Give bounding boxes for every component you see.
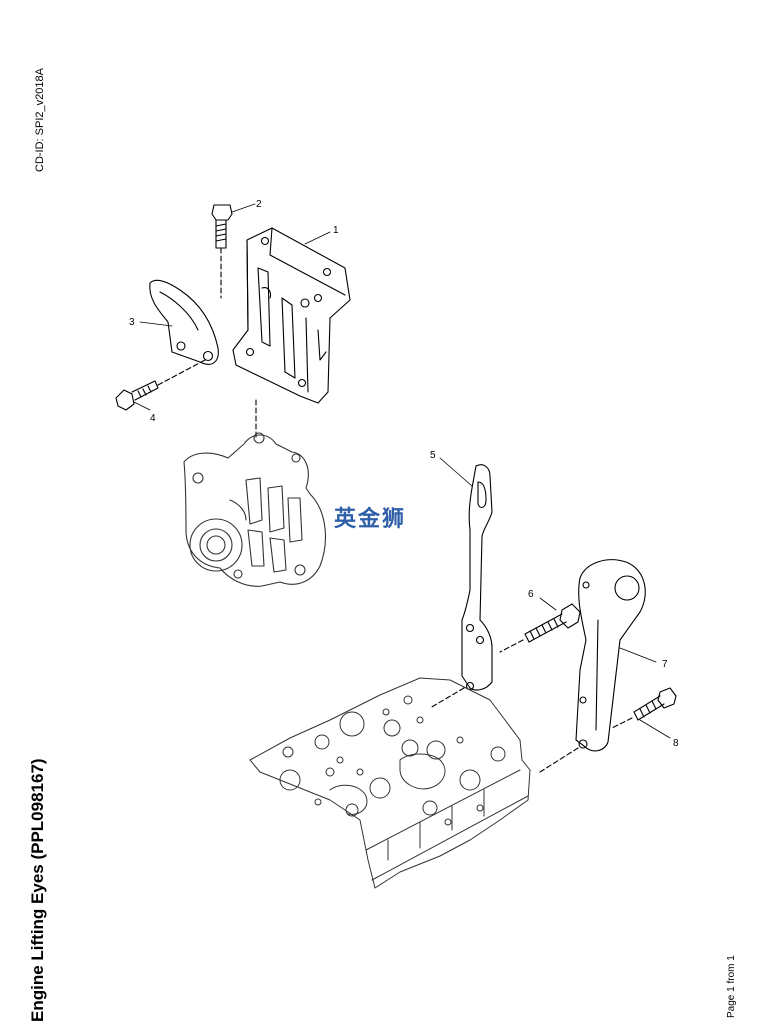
watermark-logo: 英金狮 <box>334 507 407 532</box>
callout-6: 6 <box>528 589 534 600</box>
callout-leaders <box>133 203 671 739</box>
lifting-strap-part-5 <box>429 464 493 709</box>
lifting-eye-part-7 <box>539 559 646 773</box>
callout-8: 8 <box>673 738 679 749</box>
lifting-plate-part-3 <box>149 279 219 365</box>
callout-5: 5 <box>430 450 436 461</box>
bolt-part-6 <box>499 603 581 653</box>
water-pump <box>183 432 326 587</box>
cylinder-head <box>249 677 531 889</box>
bolt-part-2 <box>211 204 233 299</box>
bolt-part-8 <box>611 687 677 729</box>
callout-3: 3 <box>129 317 135 328</box>
callout-4: 4 <box>150 413 156 424</box>
callout-7: 7 <box>662 659 668 670</box>
bolt-part-4 <box>115 359 206 411</box>
callout-1: 1 <box>333 225 339 236</box>
bracket-part-1 <box>232 227 351 404</box>
callout-2: 2 <box>256 199 262 210</box>
